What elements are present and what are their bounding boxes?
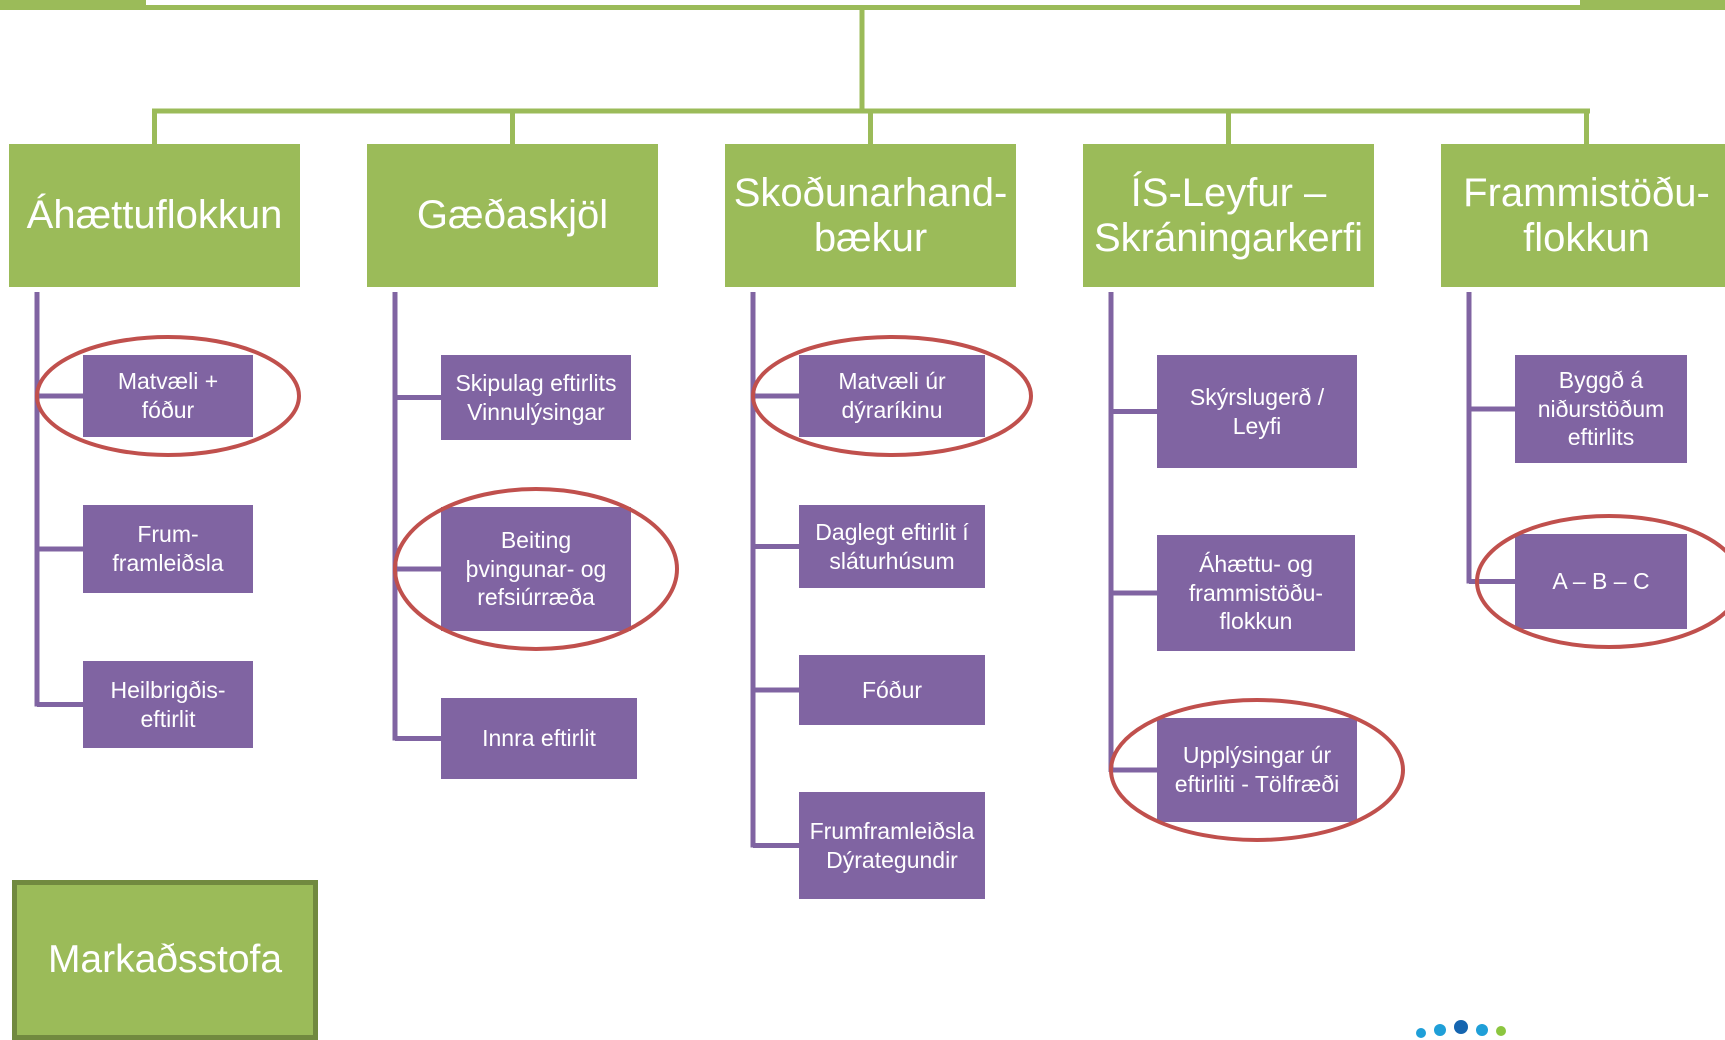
item-label: Upplýsingar úr eftirliti - Tölfræði [1174, 742, 1340, 797]
column-header-title: Áhættuflokkun [26, 193, 283, 238]
connector-lines [0, 0, 1725, 848]
item-box: Matvæli úr dýraríkinu [799, 355, 985, 437]
logo-dot [1434, 1024, 1446, 1036]
item-label: Innra eftirlit [482, 725, 596, 752]
item-box: A – B – C [1515, 534, 1687, 629]
column-header-title: Frammistöðu- flokkun [1463, 170, 1710, 260]
item-box: Áhættu- og frammistöðu- flokkun [1157, 535, 1355, 651]
item-label: Fóður [861, 676, 923, 703]
item-box: Matvæli + fóður [83, 355, 253, 437]
dotted-logo-icon [1410, 1018, 1530, 1038]
item-label: Áhættu- og frammistöðu- flokkun [1188, 550, 1324, 635]
item-label: Skýrslugerð / Leyfi [1189, 383, 1325, 439]
logo-dot [1476, 1024, 1488, 1036]
column-header: Skoðunarhand- bækur [725, 144, 1016, 287]
item-label: Daglegt eftirlit í sláturhúsum [815, 518, 969, 574]
item-label: Frum- framleiðsla [112, 521, 224, 576]
item-box: Upplýsingar úr eftirliti - Tölfræði [1157, 718, 1357, 822]
item-label: A – B – C [1552, 568, 1650, 595]
item-box: Skipulag eftirlits Vinnulýsingar [441, 355, 631, 440]
logo-dot [1454, 1020, 1468, 1034]
item-box: Fóður [799, 655, 985, 725]
market-label: Markaðsstofa [47, 938, 283, 981]
item-box: Skýrslugerð / Leyfi [1157, 355, 1357, 468]
item-box: Heilbrigðis- eftirlit [83, 661, 253, 748]
item-label: Heilbrigðis- eftirlit [110, 676, 226, 732]
item-box: Innra eftirlit [441, 698, 637, 779]
column-header-title: Skoðunarhand- bækur [733, 170, 1008, 260]
item-label: Frumframleiðsla Dýrategundir [809, 817, 975, 873]
item-label: Skipulag eftirlits Vinnulýsingar [455, 369, 617, 425]
item-box: Frumframleiðsla Dýrategundir [799, 792, 985, 899]
item-label: Matvæli úr dýraríkinu [838, 368, 946, 423]
item-label: Beiting þvingunar- og refsiúrræða [465, 526, 607, 611]
item-box: Frum- framleiðsla [83, 505, 253, 593]
top-banner-box [146, 0, 1580, 5]
item-box: Byggð á niðurstöðum eftirlits [1515, 355, 1687, 463]
column-header: ÍS-Leyfur – Skráningarkerfi [1083, 144, 1374, 287]
column-header-title: Gæðaskjöl [416, 193, 609, 238]
logo-dot [1496, 1026, 1506, 1036]
item-box: Beiting þvingunar- og refsiúrræða [441, 507, 631, 631]
item-label: Byggð á niðurstöðum eftirlits [1537, 366, 1665, 451]
column-header: Áhættuflokkun [9, 144, 300, 287]
market-box: Markaðsstofa [12, 880, 318, 1040]
column-header: Gæðaskjöl [367, 144, 658, 287]
column-header: Frammistöðu- flokkun [1441, 144, 1725, 287]
item-box: Daglegt eftirlit í sláturhúsum [799, 505, 985, 588]
column-header-title: ÍS-Leyfur – Skráningarkerfi [1093, 170, 1363, 260]
logo-dot [1416, 1028, 1426, 1038]
item-label: Matvæli + fóður [117, 368, 219, 423]
